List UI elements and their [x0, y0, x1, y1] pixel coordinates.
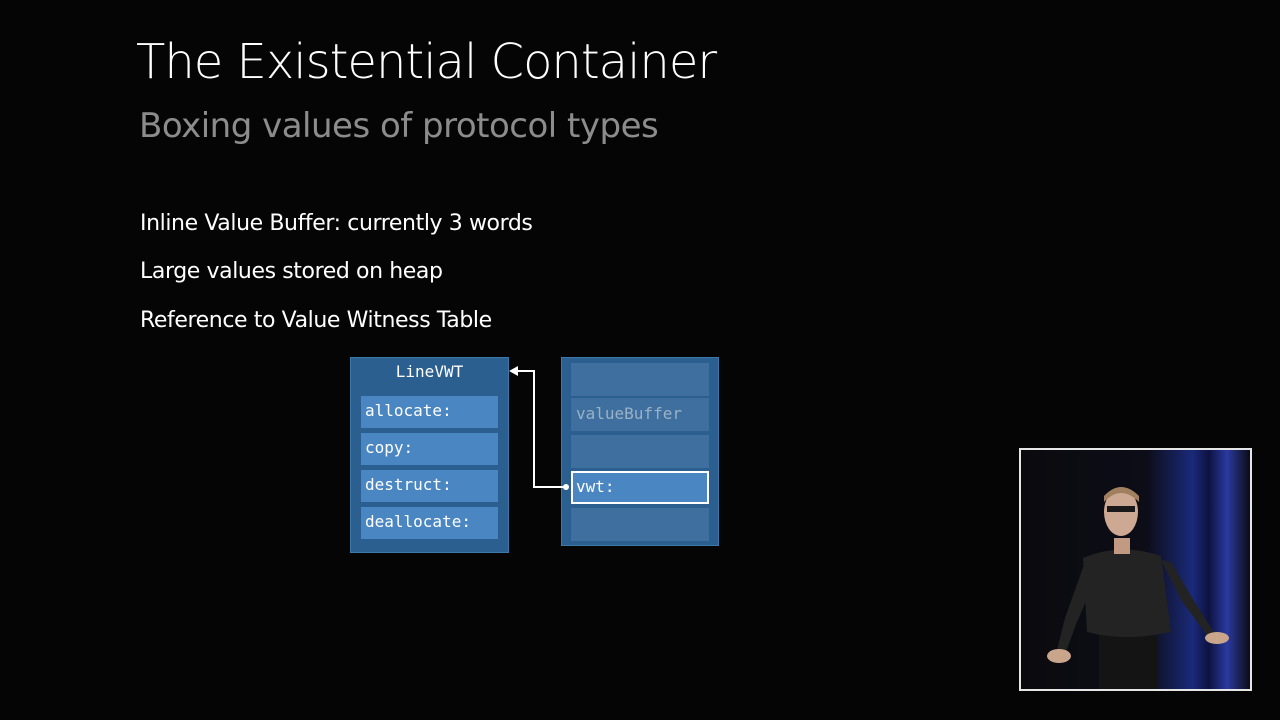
container-slot-buffer-word-1: [571, 363, 709, 396]
container-slot-vwt: vwt:: [571, 471, 709, 504]
existential-container-box: valueBuffer vwt:: [561, 357, 719, 546]
container-slot-extra: [571, 508, 709, 541]
presenter-video: [1019, 448, 1252, 691]
container-slot-buffer-word-3: [571, 435, 709, 468]
vwt-entry-allocate: allocate:: [361, 396, 498, 428]
slide-title: The Existential Container: [136, 34, 717, 90]
vwt-entry-copy: copy:: [361, 433, 498, 465]
value-witness-table-box: LineVWT allocate: copy: destruct: deallo…: [350, 357, 509, 553]
arrow-line: [516, 370, 566, 488]
container-slot-value-buffer: valueBuffer: [571, 398, 709, 431]
bullet-large-values-heap: Large values stored on heap: [140, 259, 443, 284]
bullet-inline-value-buffer: Inline Value Buffer: currently 3 words: [140, 211, 533, 236]
arrow-head-icon: [509, 366, 518, 376]
bullet-value-witness-table: Reference to Value Witness Table: [140, 308, 492, 333]
presenter-figure-icon: [1021, 450, 1250, 689]
slide-subtitle: Boxing values of protocol types: [139, 106, 659, 146]
vwt-entry-deallocate: deallocate:: [361, 507, 498, 539]
vwt-entry-destruct: destruct:: [361, 470, 498, 502]
vwt-table-header: LineVWT: [395, 362, 464, 381]
